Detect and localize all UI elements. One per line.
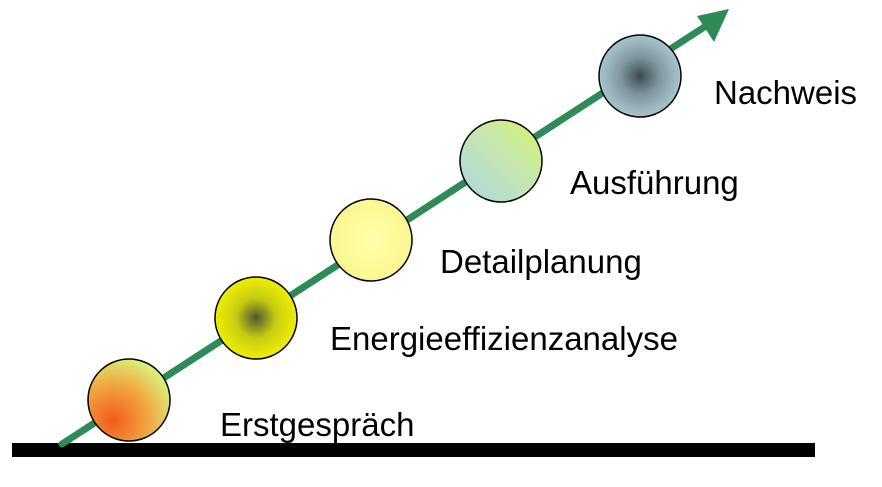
stage-label-ausfuehrung: Ausführung <box>570 164 739 201</box>
stage-circle-nachweis <box>598 34 682 118</box>
stage-circle-detailplanung <box>329 198 413 282</box>
progress-arrow-head <box>697 9 729 42</box>
stage-circle-ausfuehrung <box>459 119 543 203</box>
stage-label-energieeffizienzanalyse: Energieeffizienzanalyse <box>330 320 678 357</box>
stage-circle-erstgespraech <box>87 358 171 442</box>
stage-circle-energieeffizienzanalyse <box>214 276 298 360</box>
stage-label-detailplanung: Detailplanung <box>440 243 642 280</box>
stage-label-nachweis: Nachweis <box>714 74 857 111</box>
stage-label-erstgespraech: Erstgespräch <box>220 406 414 443</box>
baseline <box>12 443 815 457</box>
